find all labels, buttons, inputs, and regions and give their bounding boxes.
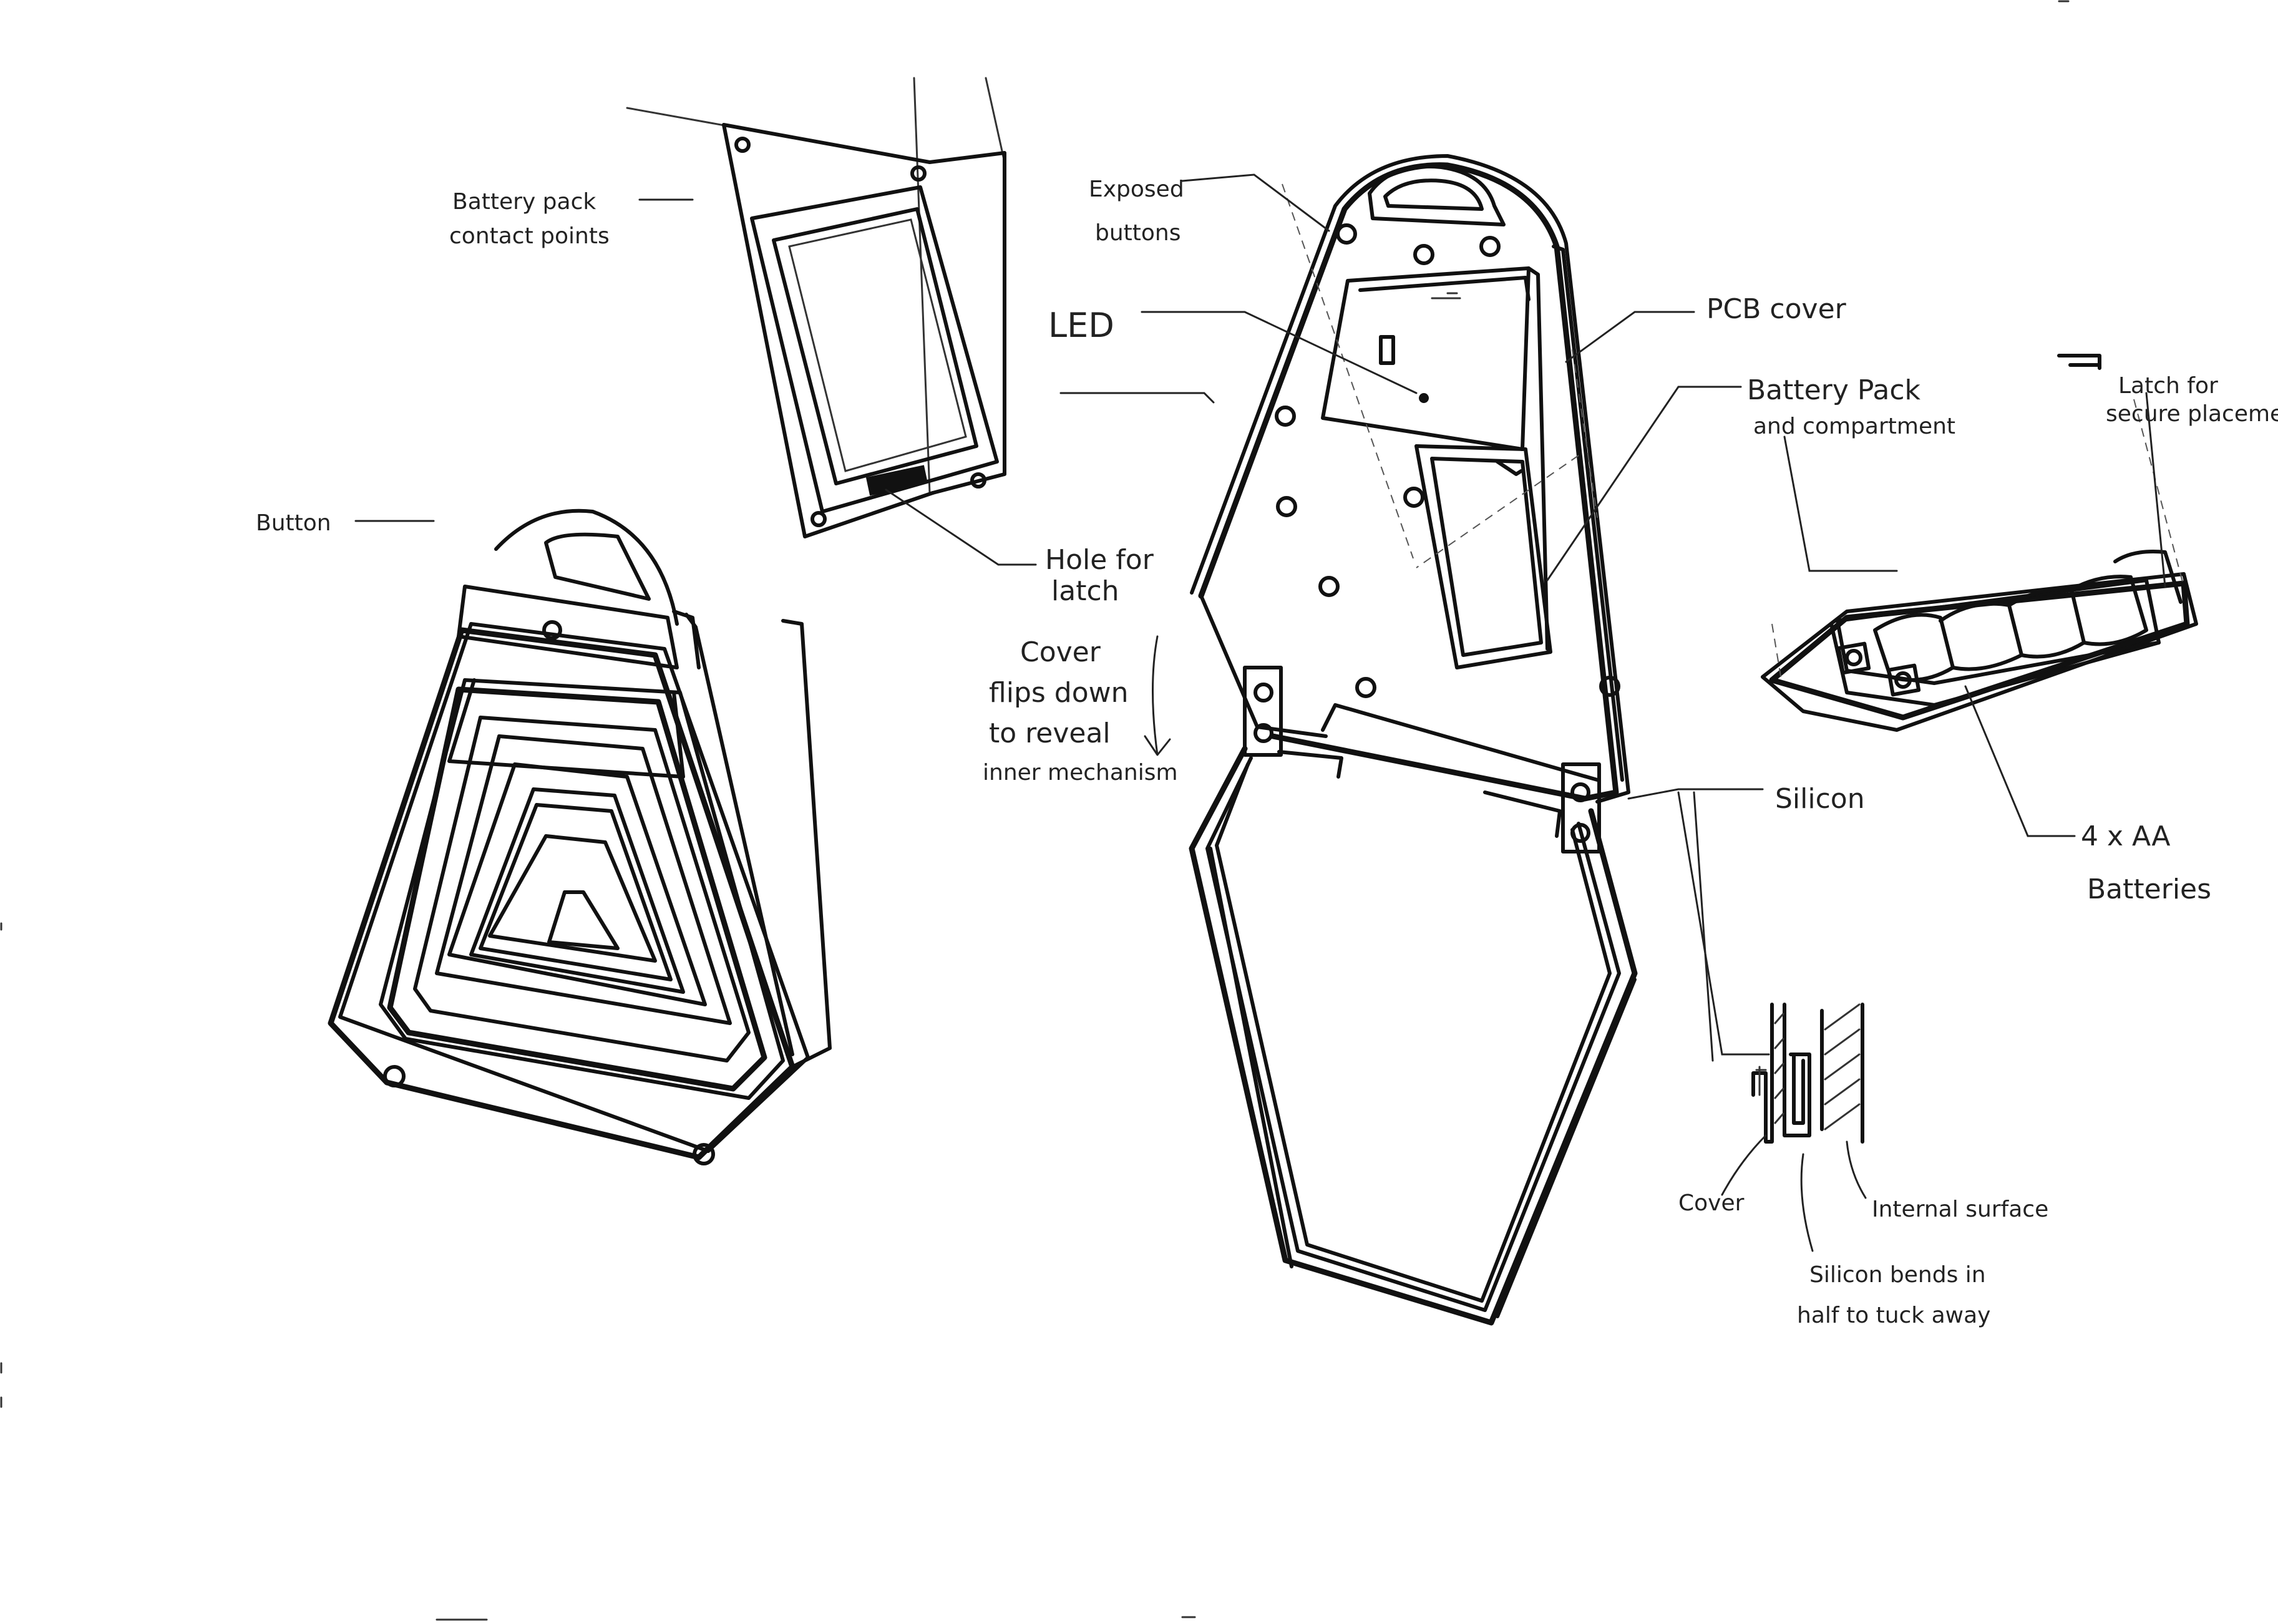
label-led: LED: [1048, 306, 1114, 345]
label-batteries-line1: 4 x AA: [2081, 820, 2170, 852]
label-latch-line1: Latch for: [2118, 373, 2218, 399]
label-pcb-cover: PCB cover: [1706, 293, 1847, 325]
label-detail-cover: Cover: [1678, 1190, 1745, 1216]
label-hole-line2: latch: [1051, 575, 1119, 607]
label-cover-flip-line4: inner mechanism: [983, 760, 1178, 785]
label-silicon: Silicon: [1775, 783, 1865, 815]
label-battery-contact-line1: Battery pack: [452, 189, 596, 215]
open-device-view: [1189, 154, 1638, 1326]
silicon-detail-view: [1751, 1003, 1864, 1144]
label-cover-flip-line2: flips down: [989, 677, 1129, 709]
label-detail-note-line2: half to tuck away: [1797, 1303, 1990, 1328]
label-hole-line1: Hole for: [1045, 544, 1154, 576]
wall-mount-view: [626, 77, 1006, 538]
label-detail-internal: Internal surface: [1872, 1197, 2048, 1222]
annotations: Battery pack contact points Button Hole …: [256, 177, 2278, 1328]
leader-lines: [354, 173, 2166, 1252]
battery-pack-view: [1761, 354, 2198, 732]
label-exposed-line1: Exposed: [1089, 177, 1184, 202]
stray-marks: [0, 0, 2070, 1621]
label-exposed-line2: buttons: [1095, 220, 1181, 246]
label-button: Button: [256, 510, 331, 536]
label-cover-flip-line3: to reveal: [989, 717, 1111, 749]
label-battery-contact-line2: contact points: [449, 223, 610, 249]
label-latch-line2: secure placement: [2106, 401, 2278, 427]
label-battery-pack-line1: Battery Pack: [1747, 374, 1921, 406]
label-batteries-line2: Batteries: [2087, 873, 2211, 905]
label-detail-note-line1: Silicon bends in: [1809, 1262, 1986, 1288]
closed-device-view: [328, 508, 832, 1165]
label-battery-pack-line2: and compartment: [1753, 414, 1955, 439]
label-cover-flip-line1: Cover: [1020, 636, 1101, 668]
